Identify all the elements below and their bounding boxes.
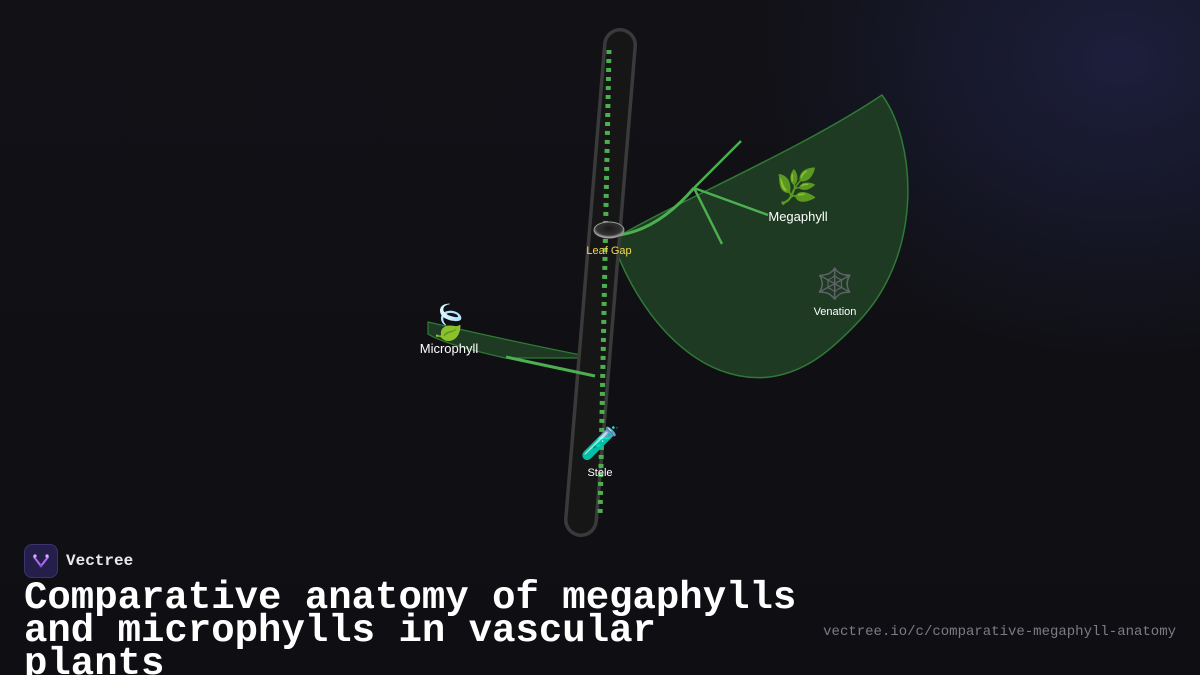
- page-title: Comparative anatomy of megaphylls and mi…: [24, 579, 804, 675]
- megaphyll-label: Megaphyll: [768, 209, 827, 224]
- stele-icon: 🧪: [580, 424, 620, 462]
- source-url[interactable]: vectree.io/c/comparative-megaphyll-anato…: [823, 624, 1176, 640]
- venation-label: Venation: [814, 306, 857, 318]
- megaphyll-blade: [611, 93, 909, 379]
- vectree-logo-icon: [24, 544, 58, 578]
- brand: Vectree: [24, 544, 133, 578]
- microphyll-label: Microphyll: [420, 341, 479, 356]
- brand-name: Vectree: [66, 552, 134, 570]
- title-line-1: Comparative anatomy of megaphylls: [24, 576, 797, 620]
- microphyll-icon: 🍃: [428, 302, 470, 343]
- stele-label: Stele: [587, 467, 612, 479]
- megaphyll-vein-middle: [693, 186, 769, 217]
- megaphyll-vein-upper: [693, 140, 742, 189]
- megaphyll-icon: 🌿: [776, 167, 818, 207]
- leaf-gap-hole: [593, 221, 625, 239]
- stele-strand: [597, 49, 612, 519]
- venation-icon: 🕸️: [816, 266, 853, 302]
- title-line-2: and microphylls in vascular plants: [24, 609, 656, 675]
- megaphyll-vein-lower: [692, 187, 724, 245]
- microphyll-vein: [505, 355, 596, 378]
- vectree-logo-mark: [33, 554, 49, 568]
- megaphyll-leaf-trace: [619, 187, 696, 237]
- leaf-gap-label: Leaf Gap: [586, 245, 631, 257]
- stem-inner: [567, 31, 634, 534]
